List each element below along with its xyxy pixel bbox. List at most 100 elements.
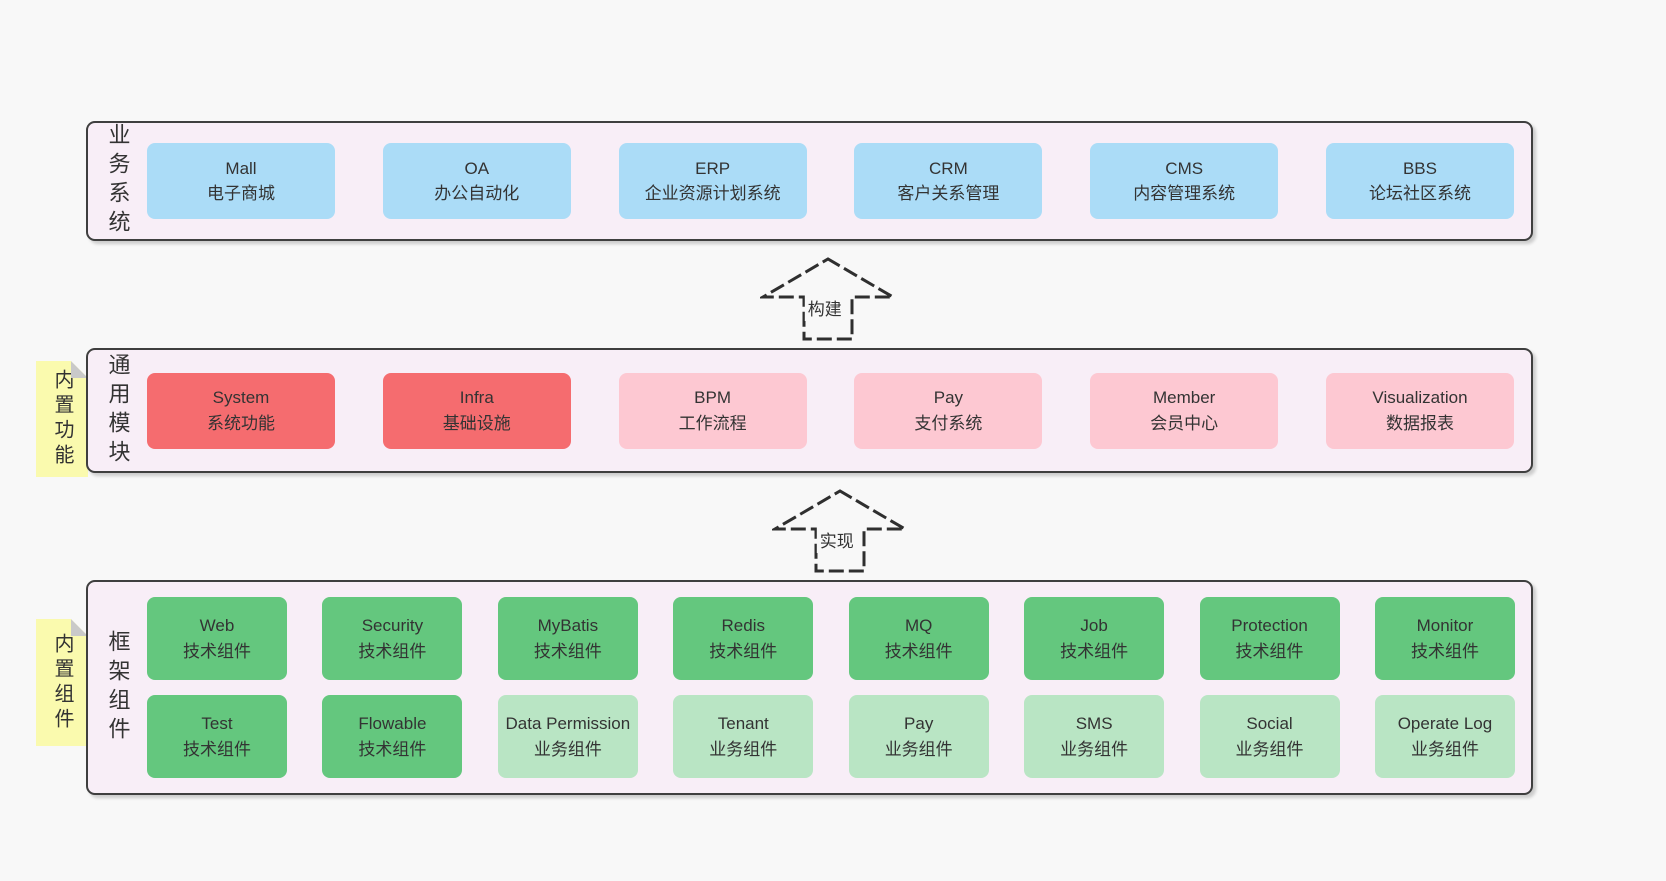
- box-name: Tenant: [717, 714, 769, 733]
- dashed-up-arrow-icon: [772, 489, 908, 573]
- box-desc: 业务组件: [1410, 739, 1479, 759]
- box-desc: 技术组件: [183, 739, 251, 759]
- box-name: Protection: [1231, 616, 1308, 635]
- box-name: Operate Log: [1397, 714, 1493, 733]
- note-built-in-components-label: 内置组件: [51, 632, 73, 733]
- box-desc: 基础设施: [442, 413, 511, 433]
- framework-row-2: Test 技术组件 Flowable 技术组件 Data Permission …: [147, 695, 1515, 778]
- business-boxes-row: Mall 电子商城 OA 办公自动化 ERP 企业资源计划系统 CRM 客户关系…: [147, 123, 1531, 239]
- box-desc: 会员中心: [1150, 413, 1219, 433]
- arrow-implement-label: 实现: [816, 526, 857, 553]
- box-desc: 技术组件: [1060, 641, 1129, 661]
- box-desc: 电子商城: [207, 184, 275, 203]
- box-infra: Infra 基础设施: [382, 372, 571, 449]
- box-sms: SMS 业务组件: [1024, 695, 1165, 778]
- box-desc: 论坛社区系统: [1368, 184, 1471, 203]
- box-social: Social 业务组件: [1199, 695, 1340, 778]
- box-name: CMS: [1165, 158, 1204, 178]
- box-visualization: Visualization 数据报表: [1325, 372, 1514, 449]
- box-desc: 系统功能: [207, 413, 275, 433]
- dashed-up-arrow-icon: [760, 257, 896, 341]
- box-desc: 业务组件: [533, 739, 602, 759]
- box-erp: ERP 企业资源计划系统: [618, 143, 807, 219]
- box-name: SMS: [1075, 714, 1113, 733]
- box-name: MyBatis: [537, 616, 599, 635]
- box-cms: CMS 内容管理系统: [1090, 143, 1279, 219]
- box-desc: 业务组件: [884, 739, 953, 759]
- box-desc: 技术组件: [358, 739, 427, 759]
- box-desc: 技术组件: [1235, 641, 1304, 661]
- box-desc: 技术组件: [183, 641, 251, 661]
- box-desc: 技术组件: [884, 641, 953, 661]
- box-mall: Mall 电子商城: [147, 143, 335, 219]
- box-system: System 系统功能: [147, 372, 335, 449]
- box-desc: 技术组件: [709, 641, 778, 661]
- box-name: Monitor: [1416, 616, 1474, 635]
- box-name: OA: [464, 158, 490, 178]
- box-member: Member 会员中心: [1090, 372, 1279, 449]
- box-data-permission: Data Permission 业务组件: [497, 695, 638, 778]
- box-protection: Protection 技术组件: [1199, 597, 1340, 680]
- arrow-build-label: 构建: [804, 294, 845, 321]
- note-built-in-components: 内置组件: [36, 619, 88, 746]
- box-name: Flowable: [358, 714, 427, 733]
- box-pay-system: Pay 支付系统: [854, 372, 1043, 449]
- panel-label-col: 业务系统: [88, 123, 147, 239]
- box-desc: 业务组件: [709, 739, 778, 759]
- row-label-framework-components: 框架组件: [105, 629, 131, 746]
- panel-label-col: 通用模块: [88, 350, 147, 471]
- box-desc: 业务组件: [1060, 739, 1129, 759]
- box-pay-component: Pay 业务组件: [848, 695, 989, 778]
- box-security: Security 技术组件: [322, 597, 463, 680]
- box-flowable: Flowable 技术组件: [322, 695, 463, 778]
- arrow-implement: 实现: [772, 488, 908, 574]
- panel-business-systems: 业务系统 Mall 电子商城 OA 办公自动化 ERP 企业资源计划系统 CRM…: [86, 121, 1533, 241]
- box-mybatis: MyBatis 技术组件: [497, 597, 638, 680]
- box-bbs: BBS 论坛社区系统: [1325, 143, 1514, 219]
- box-name: BBS: [1402, 158, 1437, 178]
- framework-rows: Web 技术组件 Security 技术组件 MyBatis 技术组件 Redi…: [147, 582, 1531, 793]
- box-desc: 客户关系管理: [897, 184, 1000, 203]
- box-name: Visualization: [1372, 388, 1468, 407]
- box-mq: MQ 技术组件: [848, 597, 989, 680]
- box-tenant: Tenant 业务组件: [673, 695, 814, 778]
- box-name: Security: [361, 616, 424, 635]
- box-name: MQ: [904, 616, 933, 635]
- box-name: BPM: [694, 388, 732, 407]
- box-web: Web 技术组件: [147, 597, 287, 680]
- box-name: Test: [201, 714, 233, 733]
- panel-common-modules: 通用模块 System 系统功能 Infra 基础设施 BPM 工作流程 Pay…: [86, 348, 1533, 473]
- box-desc: 技术组件: [1410, 641, 1479, 661]
- panel-framework-components: 框架组件 Web 技术组件 Security 技术组件 MyBatis 技术组件…: [86, 580, 1533, 795]
- box-desc: 企业资源计划系统: [644, 184, 781, 203]
- box-desc: 技术组件: [533, 641, 602, 661]
- box-oa: OA 办公自动化: [382, 143, 571, 219]
- row-label-common-modules: 通用模块: [105, 352, 131, 469]
- box-name: System: [212, 388, 270, 407]
- box-operate-log: Operate Log 业务组件: [1374, 695, 1515, 778]
- box-name: Member: [1153, 388, 1216, 407]
- box-name: Web: [199, 616, 235, 635]
- box-job: Job 技术组件: [1024, 597, 1165, 680]
- panel-label-col: 框架组件: [88, 582, 147, 793]
- box-desc: 办公自动化: [434, 184, 520, 203]
- box-desc: 数据报表: [1385, 413, 1454, 433]
- note-built-in-features: 内置功能: [36, 361, 88, 477]
- box-name: Data Permission: [505, 714, 631, 733]
- box-name: Social: [1246, 714, 1293, 733]
- box-name: Redis: [721, 616, 765, 635]
- box-name: Mall: [225, 158, 257, 178]
- box-desc: 技术组件: [358, 641, 427, 661]
- box-name: ERP: [695, 158, 731, 178]
- box-desc: 业务组件: [1235, 739, 1304, 759]
- box-name: Pay: [904, 714, 934, 733]
- row-label-business-systems: 业务系统: [105, 123, 131, 239]
- framework-row-1: Web 技术组件 Security 技术组件 MyBatis 技术组件 Redi…: [147, 597, 1515, 680]
- box-name: Job: [1080, 616, 1108, 635]
- box-desc: 内容管理系统: [1133, 184, 1236, 203]
- box-name: Infra: [459, 388, 494, 407]
- box-desc: 工作流程: [678, 413, 747, 433]
- box-crm: CRM 客户关系管理: [854, 143, 1043, 219]
- box-bpm: BPM 工作流程: [618, 372, 807, 449]
- box-redis: Redis 技术组件: [673, 597, 814, 680]
